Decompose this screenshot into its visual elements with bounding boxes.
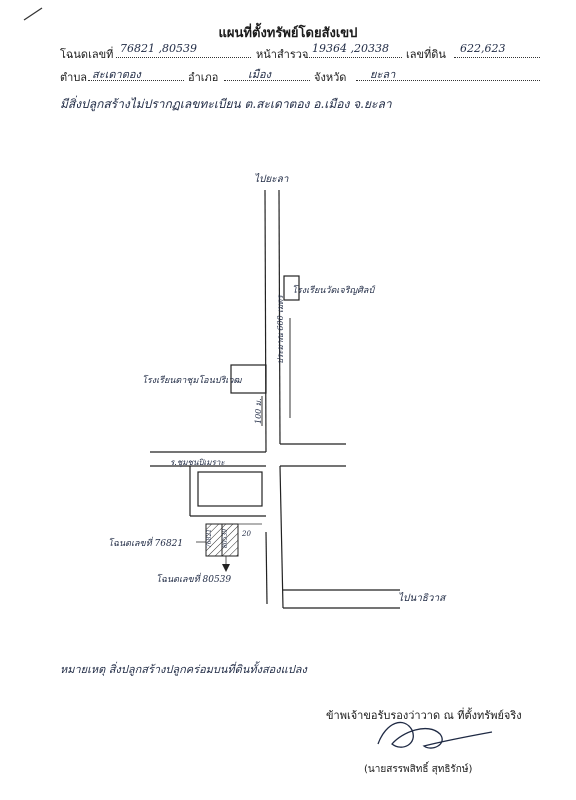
- deed-label: โฉนดเลขที่: [60, 48, 114, 61]
- label-to-north: ไปยะลา: [254, 174, 289, 185]
- province-dotline: [356, 80, 540, 81]
- signer-name: (นายสรรพสิทธิ์ สุทธิรักษ์): [364, 764, 473, 775]
- main-road-right-edge-upper: [278, 189, 281, 445]
- label-dimension-20: 20: [242, 530, 251, 538]
- label-school-right: โรงเรียนวัดเจริญศิลป์: [292, 286, 375, 296]
- school-left-box: [230, 364, 267, 394]
- label-school-left: โรงเรียนตาชุมโอนปริเวฒ: [142, 376, 242, 386]
- school-right-box: [283, 275, 300, 301]
- survey-label: หน้าสำรวจ: [256, 48, 309, 61]
- signature-stroke: [377, 721, 493, 749]
- subdistrict-label: ตำบล: [60, 71, 88, 84]
- subdistrict-value: สะเดาตอง: [92, 68, 141, 81]
- province-label: จังหวัด: [314, 71, 347, 84]
- label-to-south: ไปนาธิวาส: [398, 593, 446, 604]
- land-no-value: 622,623: [460, 42, 506, 55]
- deed-value: 76821 ,80539: [120, 42, 197, 55]
- corner-mark: [23, 7, 43, 21]
- label-deed-80539: โฉนดเลขที่ 80539: [156, 575, 232, 585]
- page-title: แผนที่ตั้งทรัพย์โดยสังเขป: [218, 26, 358, 41]
- certify-text: ข้าพเจ้าขอรับรองว่าวาด ณ ที่ตั้งทรัพย์จร…: [326, 709, 522, 722]
- district-dotline: [224, 80, 310, 81]
- remark-text: มีสิ่งปลูกสร้างไม่ปรากฏเลขทะเบียน ต.สะเด…: [60, 97, 392, 111]
- land-no-dotline: [454, 57, 540, 58]
- subdistrict-dotline: [88, 80, 184, 81]
- soi-loop-block: [197, 471, 263, 507]
- main-road-left-edge-upper: [264, 189, 267, 453]
- district-value: เมือง: [248, 68, 271, 81]
- deed-80539-arrowhead: [222, 564, 230, 572]
- district-label: อำเภอ: [188, 71, 219, 84]
- parcel-plot-b: [221, 523, 239, 557]
- survey-value: 19364 ,20338: [312, 42, 389, 55]
- deed-dotline: [116, 57, 251, 58]
- main-road-left-edge-lower: [265, 531, 268, 605]
- main-road-right-edge-lower: [279, 465, 284, 609]
- footer-note: หมายเหตุ สิ่งปลูกสร้างปลูกคร่อมบนที่ดินท…: [60, 663, 307, 676]
- land-no-label: เลขที่ดิน: [406, 48, 446, 61]
- province-value: ยะลา: [370, 68, 396, 81]
- label-deed-76821: โฉนดเลขที่ 76821: [108, 539, 184, 549]
- label-road-name: ร.ชุมชนปิเมราะ: [170, 458, 225, 467]
- survey-dotline: [306, 57, 402, 58]
